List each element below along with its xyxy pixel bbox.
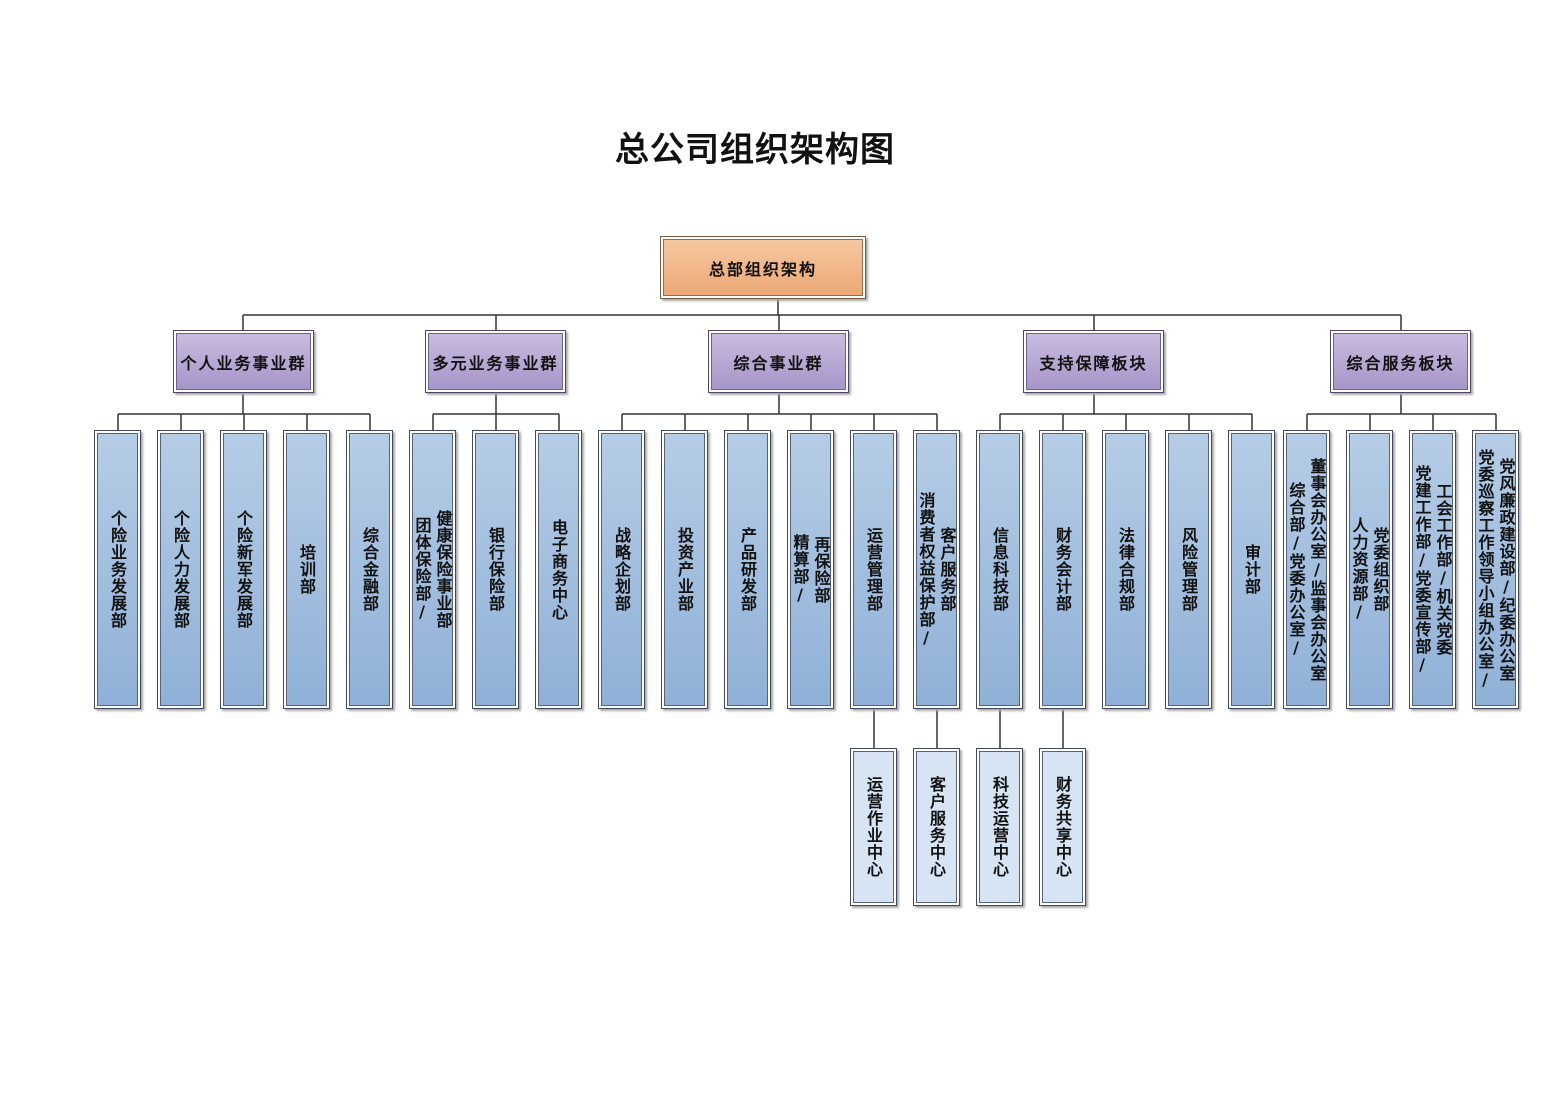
dept-label: 个险业务发展部: [108, 510, 127, 629]
dept-node: 电子商务中心: [535, 430, 582, 709]
dept-node: 个险新军发展部: [220, 430, 267, 709]
dept-node: 个险业务发展部: [94, 430, 141, 709]
dept-node: 银行保险部: [472, 430, 519, 709]
subunit-label: 客户服务中心: [927, 776, 946, 878]
dept-node: 信息科技部: [976, 430, 1023, 709]
subunit-node: 客户服务中心: [913, 748, 960, 906]
dept-node: 党委组织部 人力资源部/: [1346, 430, 1393, 709]
dept-label: 健康保险事业部 团体保险部/: [412, 510, 453, 629]
dept-label: 客户服务部 消费者权益保护部/: [916, 491, 957, 648]
dept-label: 电子商务中心: [549, 518, 568, 621]
dept-label: 产品研发部: [738, 527, 757, 612]
group-comprehensive-business: 综合事业群: [708, 330, 849, 393]
dept-label: 工会工作部/机关党委 党建工作部/党委宣传部/: [1412, 464, 1453, 675]
dept-label: 战略企划部: [612, 527, 631, 612]
subunit-label: 运营作业中心: [864, 776, 883, 878]
dept-label: 银行保险部: [486, 527, 505, 612]
dept-node: 法律合规部: [1102, 430, 1149, 709]
subunit-label: 财务共享中心: [1053, 776, 1072, 878]
dept-node: 再保险部 精算部/: [787, 430, 834, 709]
dept-node: 董事会办公室/监事会办公室 综合部/党委办公室/: [1283, 430, 1330, 709]
chart-title: 总公司组织架构图: [615, 130, 895, 170]
dept-node: 党风廉政建设部/纪委办公室 党委巡察工作领导小组办公室/: [1472, 430, 1519, 709]
dept-label: 个险人力发展部: [171, 510, 190, 629]
dept-node: 审计部: [1228, 430, 1275, 709]
dept-node: 投资产业部: [661, 430, 708, 709]
dept-node: 产品研发部: [724, 430, 771, 709]
dept-label: 再保险部 精算部/: [790, 534, 831, 605]
dept-node: 综合金融部: [346, 430, 393, 709]
dept-node: 战略企划部: [598, 430, 645, 709]
dept-label: 信息科技部: [990, 527, 1009, 612]
dept-node: 财务会计部: [1039, 430, 1086, 709]
dept-label: 培训部: [297, 544, 316, 595]
group-general-services: 综合服务板块: [1330, 330, 1471, 393]
dept-node: 培训部: [283, 430, 330, 709]
dept-label: 董事会办公室/监事会办公室 综合部/党委办公室/: [1286, 457, 1327, 682]
dept-label: 个险新军发展部: [234, 510, 253, 629]
group-diversified-business: 多元业务事业群: [425, 330, 566, 393]
dept-label: 运营管理部: [864, 527, 883, 612]
subunit-node: 财务共享中心: [1039, 748, 1086, 906]
group-support: 支持保障板块: [1023, 330, 1164, 393]
dept-label: 风险管理部: [1179, 527, 1198, 612]
dept-label: 党委组织部 人力资源部/: [1349, 517, 1390, 622]
root-node: 总部组织架构: [660, 236, 866, 299]
dept-node: 风险管理部: [1165, 430, 1212, 709]
subunit-label: 科技运营中心: [990, 776, 1009, 878]
dept-label: 党风廉政建设部/纪委办公室 党委巡察工作领导小组办公室/: [1475, 449, 1516, 690]
dept-node: 运营管理部: [850, 430, 897, 709]
subunit-node: 科技运营中心: [976, 748, 1023, 906]
group-personal-business: 个人业务事业群: [173, 330, 314, 393]
subunit-node: 运营作业中心: [850, 748, 897, 906]
dept-label: 审计部: [1242, 544, 1261, 595]
dept-node: 客户服务部 消费者权益保护部/: [913, 430, 960, 709]
dept-node: 工会工作部/机关党委 党建工作部/党委宣传部/: [1409, 430, 1456, 709]
dept-label: 财务会计部: [1053, 527, 1072, 612]
dept-label: 投资产业部: [675, 527, 694, 612]
dept-label: 综合金融部: [360, 527, 379, 612]
dept-node: 健康保险事业部 团体保险部/: [409, 430, 456, 709]
dept-label: 法律合规部: [1116, 527, 1135, 612]
dept-node: 个险人力发展部: [157, 430, 204, 709]
